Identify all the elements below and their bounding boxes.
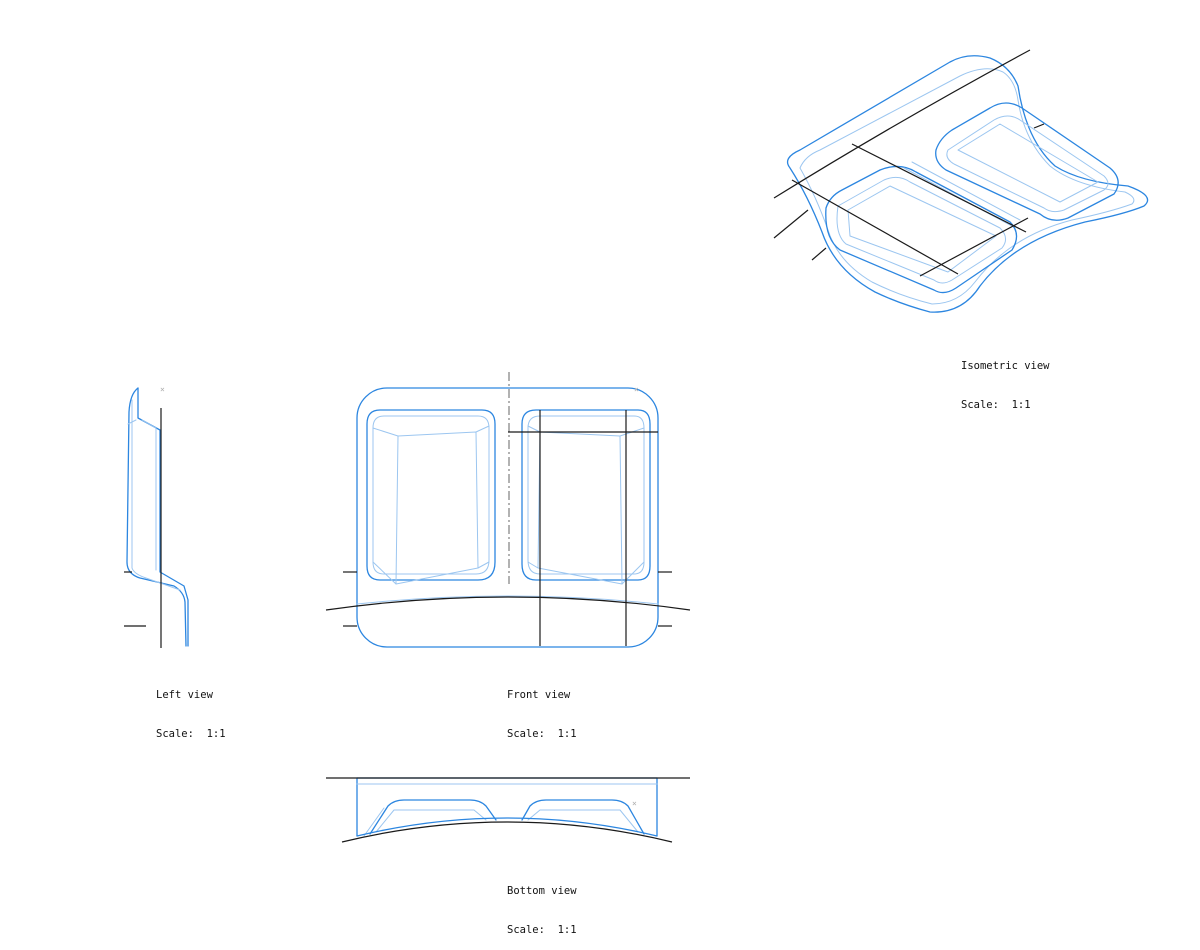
iso-inner-rim — [799, 68, 1135, 305]
iso-divider-ridge — [903, 161, 1021, 227]
front-view: × — [325, 372, 691, 648]
iso-left-pocket-inner — [836, 176, 1006, 284]
iso-axis-line-2 — [851, 143, 1027, 233]
left-view-scale: Scale: 1:1 — [156, 728, 226, 740]
bottom-view-scale: Scale: 1:1 — [507, 924, 577, 936]
left-view-tangent-1 — [131, 399, 181, 591]
front-view-scale: Scale: 1:1 — [507, 728, 577, 740]
bottom-sketch-curve — [341, 821, 673, 843]
front-left-pocket-chamfers — [372, 425, 490, 585]
iso-axis-line-4 — [773, 209, 809, 239]
front-right-pocket-outline — [521, 409, 651, 581]
front-view-name: Front view — [507, 689, 571, 701]
front-left-pocket-outline — [366, 409, 496, 581]
bottom-lower-curve — [356, 817, 658, 837]
isometric-view — [773, 49, 1149, 313]
iso-axis-line-5 — [811, 247, 827, 261]
isometric-view-caption: Isometric view Scale: 1:1 — [961, 334, 1050, 425]
iso-right-pocket-floor — [957, 123, 1099, 203]
bottom-view: × — [326, 777, 690, 843]
bottom-left-pocket — [369, 799, 497, 835]
iso-axis-line-1 — [791, 179, 959, 275]
front-view-point-marker: × — [634, 385, 639, 394]
left-view-name: Left view — [156, 689, 213, 701]
left-view-point-marker: × — [160, 385, 165, 394]
left-view-tangent-2 — [141, 419, 157, 571]
front-sketch-curve — [325, 596, 691, 611]
isometric-view-name: Isometric view — [961, 360, 1050, 372]
bottom-view-name: Bottom view — [507, 885, 577, 897]
bottom-view-point-marker: × — [632, 799, 637, 808]
bottom-right-pocket — [521, 799, 645, 835]
left-view-caption: Left view Scale: 1:1 — [156, 663, 226, 754]
left-view: × — [124, 385, 189, 648]
front-left-pocket-floor — [395, 431, 479, 585]
iso-axis-line-3 — [919, 217, 1029, 277]
front-lower-band — [356, 595, 659, 605]
left-view-face — [137, 387, 189, 647]
iso-right-pocket-inner — [946, 115, 1109, 213]
iso-right-pocket-outline — [935, 102, 1119, 221]
bottom-pocket-tangents — [363, 807, 639, 837]
front-left-pocket-inner — [372, 415, 490, 575]
isometric-view-scale: Scale: 1:1 — [961, 399, 1031, 411]
iso-sketch-curve — [773, 49, 1031, 199]
left-view-tangent-3 — [127, 419, 137, 425]
bottom-view-caption: Bottom view Scale: 1:1 — [507, 859, 577, 950]
left-view-outline — [126, 387, 187, 647]
front-view-caption: Front view Scale: 1:1 — [507, 663, 577, 754]
front-right-pocket-inner — [527, 415, 645, 575]
iso-left-pocket-outline — [825, 165, 1018, 294]
iso-outer-outline — [786, 55, 1149, 313]
front-right-pocket-floor — [537, 431, 623, 585]
iso-left-pocket-floor — [847, 185, 997, 273]
iso-axis-line-6 — [1033, 123, 1045, 129]
front-view-outer-outline — [356, 387, 659, 648]
